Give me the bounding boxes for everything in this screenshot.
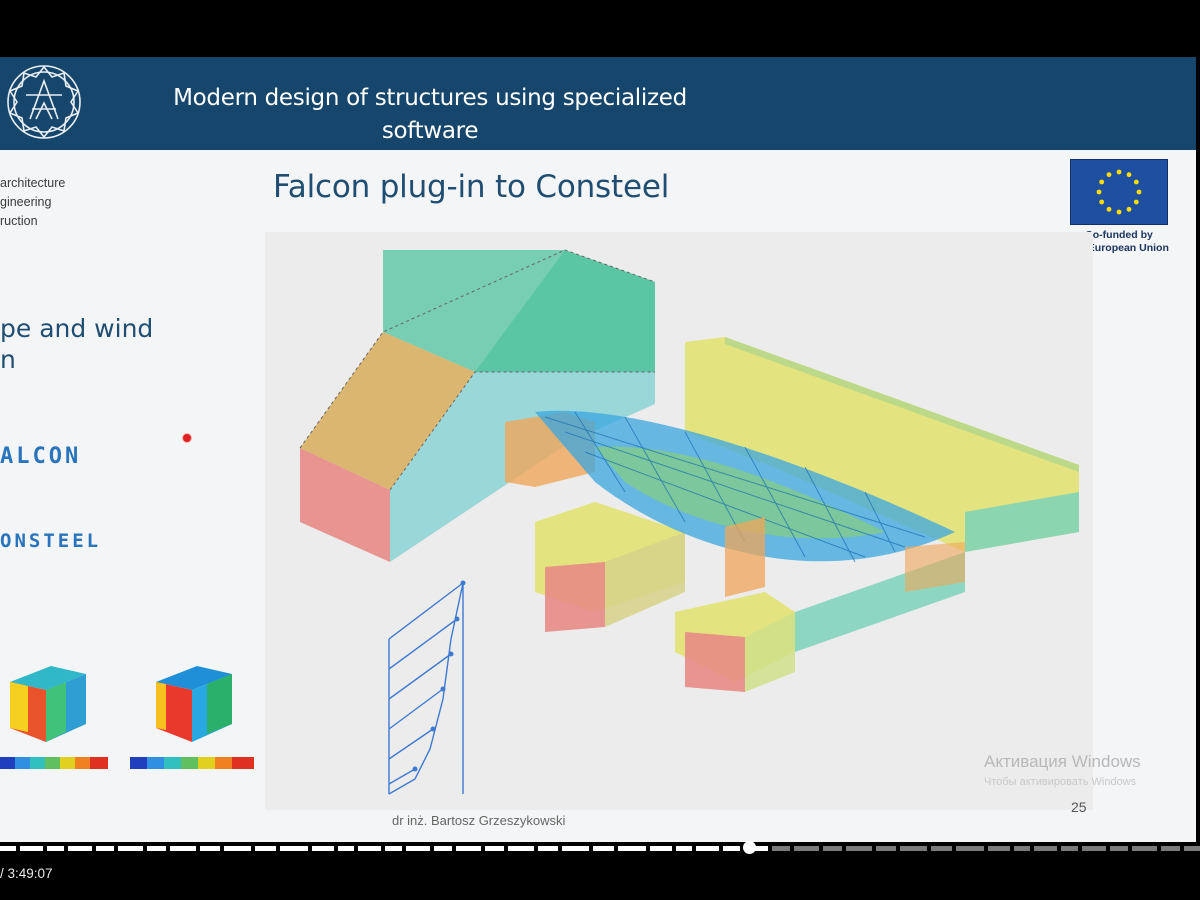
progress-chapter-segment[interactable] — [956, 846, 984, 851]
progress-chapter-segment[interactable] — [1132, 846, 1157, 851]
color-scale-left — [0, 757, 108, 769]
progress-chapter-segment[interactable] — [846, 846, 872, 851]
university-logo — [7, 65, 81, 139]
slide-title: Falcon plug-in to Consteel — [273, 169, 670, 205]
progress-scrubber-handle[interactable] — [742, 841, 756, 854]
progress-chapter-segment[interactable] — [538, 846, 558, 851]
video-time-display: / 3:49:07 — [0, 866, 53, 881]
progress-chapter-segment[interactable] — [1110, 846, 1128, 851]
progress-chapter-segment[interactable] — [385, 846, 402, 851]
progress-chapter-segment[interactable] — [1082, 846, 1106, 851]
progress-chapter-segment[interactable] — [312, 846, 334, 851]
pressure-cube-right — [156, 666, 232, 742]
faculty-line-3: ruction — [0, 214, 38, 228]
consteel-brand-text: ONSTEEL — [0, 530, 102, 552]
progress-chapter-segment[interactable] — [358, 846, 381, 851]
progress-chapter-segment[interactable] — [20, 846, 43, 851]
progress-chapter-segment[interactable] — [96, 846, 114, 851]
progress-chapter-segment[interactable] — [931, 846, 952, 851]
eu-star — [1133, 179, 1139, 185]
progress-chapter-segment[interactable] — [1061, 846, 1078, 851]
progress-chapter-segment[interactable] — [900, 846, 927, 851]
progress-chapter-segment[interactable] — [485, 846, 504, 851]
eu-badge: Co-funded by the European Union — [1064, 157, 1174, 265]
faculty-line-1: architecture — [0, 176, 66, 190]
progress-chapter-segment[interactable] — [280, 846, 308, 851]
progress-chapter-segment[interactable] — [255, 846, 276, 851]
presentation-slide: Modern design of structures using specia… — [0, 57, 1196, 842]
eu-star — [1126, 172, 1132, 178]
falcon-brand-text: ALCON — [0, 444, 82, 469]
eu-star — [1096, 189, 1102, 195]
windows-activation-watermark: Активация Windows Чтобы активировать Win… — [984, 752, 1196, 788]
progress-chapter-segment[interactable] — [618, 846, 646, 851]
progress-chapter-segment[interactable] — [823, 846, 842, 851]
watermark-line-1: Активация Windows — [984, 752, 1141, 771]
progress-chapter-segment[interactable] — [876, 846, 896, 851]
progress-chapter-segment[interactable] — [224, 846, 251, 851]
watermark-line-2: Чтобы активировать Windows — [984, 776, 1137, 788]
progress-chapter-segment[interactable] — [1184, 846, 1200, 851]
header-title: Modern design of structures using specia… — [173, 85, 687, 144]
progress-chapter-segment[interactable] — [593, 846, 614, 851]
eu-star — [1099, 179, 1105, 185]
slide-header: Modern design of structures using specia… — [0, 57, 1196, 150]
pressure-cube-left — [10, 666, 86, 742]
progress-chapter-segment[interactable] — [772, 846, 790, 851]
progress-chapter-segment[interactable] — [723, 846, 740, 851]
progress-chapter-segment[interactable] — [696, 846, 719, 851]
slide-author: dr inż. Bartosz Grzeszykowski — [392, 813, 566, 828]
progress-chapter-segment[interactable] — [0, 846, 16, 851]
eu-star — [1116, 169, 1122, 175]
eu-flag-icon — [1070, 159, 1168, 225]
eu-star — [1133, 199, 1139, 205]
wind-profile-diagram — [388, 580, 466, 795]
faculty-line-2: gineering — [0, 195, 52, 209]
laser-pointer-dot — [182, 433, 192, 443]
progress-chapter-segment[interactable] — [988, 846, 1010, 851]
eu-star — [1106, 206, 1112, 212]
progress-chapter-segment[interactable] — [200, 846, 220, 851]
eu-star — [1126, 206, 1132, 212]
progress-chapter-segment[interactable] — [406, 846, 430, 851]
progress-chapter-segment[interactable] — [118, 846, 143, 851]
progress-chapter-segment[interactable] — [794, 846, 819, 851]
progress-chapter-segment[interactable] — [338, 846, 354, 851]
progress-chapter-segment[interactable] — [744, 846, 768, 851]
progress-chapter-segment[interactable] — [456, 846, 481, 851]
eu-star — [1136, 189, 1142, 195]
progress-chapter-segment[interactable] — [1034, 846, 1057, 851]
progress-chapter-segment[interactable] — [1014, 846, 1030, 851]
video-progress-bar[interactable] — [0, 846, 1200, 851]
progress-chapter-segment[interactable] — [1161, 846, 1180, 851]
progress-chapter-segment[interactable] — [650, 846, 672, 851]
left-heading: pe and wind n — [0, 314, 154, 374]
progress-chapter-segment[interactable] — [147, 846, 166, 851]
progress-chapter-segment[interactable] — [508, 846, 534, 851]
eu-star — [1106, 172, 1112, 178]
eu-star — [1099, 199, 1105, 205]
progress-chapter-segment[interactable] — [676, 846, 692, 851]
progress-chapter-segment[interactable] — [434, 846, 452, 851]
slide-page-number: 25 — [1071, 799, 1087, 815]
building-wind-model — [265, 232, 1093, 810]
progress-chapter-segment[interactable] — [170, 846, 196, 851]
eu-star — [1116, 209, 1122, 215]
progress-chapter-segment[interactable] — [68, 846, 92, 851]
progress-chapter-segment[interactable] — [47, 846, 64, 851]
video-top-bar — [0, 0, 1200, 57]
color-scale-right — [130, 757, 254, 769]
progress-chapter-segment[interactable] — [562, 846, 589, 851]
